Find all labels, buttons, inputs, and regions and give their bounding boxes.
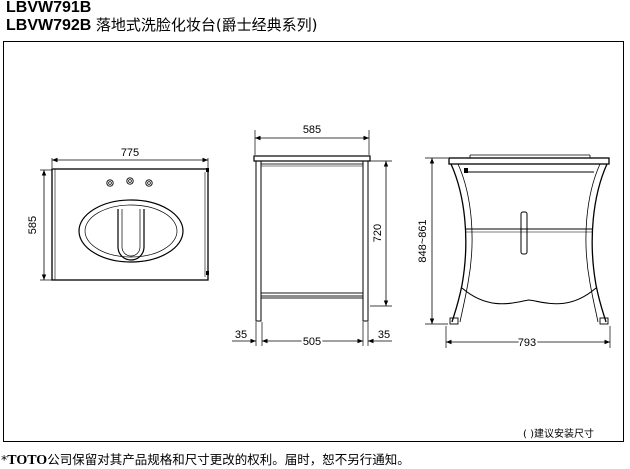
model-number-2: LBVW792B [6,17,92,34]
product-name: 落地式洗脸化妆台(爵士经典系列) [95,16,318,34]
front-view [425,154,611,348]
model-number-1: LBVW791B [6,0,92,16]
front-width-label: 793 [518,337,536,349]
drawing-frame [3,41,624,442]
top-depth-label: 585 [27,216,39,234]
side-inner-label: 505 [303,336,321,348]
side-right-offset-label: 35 [378,329,390,341]
install-size-note: ( )建议安装尺寸 [523,429,594,440]
top-view [40,157,209,281]
footer-disclaimer: *TOTO公司保留对其产品规格和尺寸更改的权利。届时，恕不另行通知。 [1,449,410,469]
top-width-label: 775 [121,147,139,159]
side-depth-label: 585 [303,124,321,136]
side-left-offset-label: 35 [235,329,247,341]
footer-asterisk: * [1,452,8,467]
title-line-2: LBVW792B 落地式洗脸化妆台(爵士经典系列) [6,17,318,34]
side-height-label: 720 [372,224,384,242]
brand-name: TOTO [7,453,48,468]
side-view [232,130,392,346]
front-height-label: 848~861 [417,219,429,262]
footer-text: 公司保留对其产品规格和尺寸更改的权利。届时，恕不另行通知。 [47,452,410,467]
